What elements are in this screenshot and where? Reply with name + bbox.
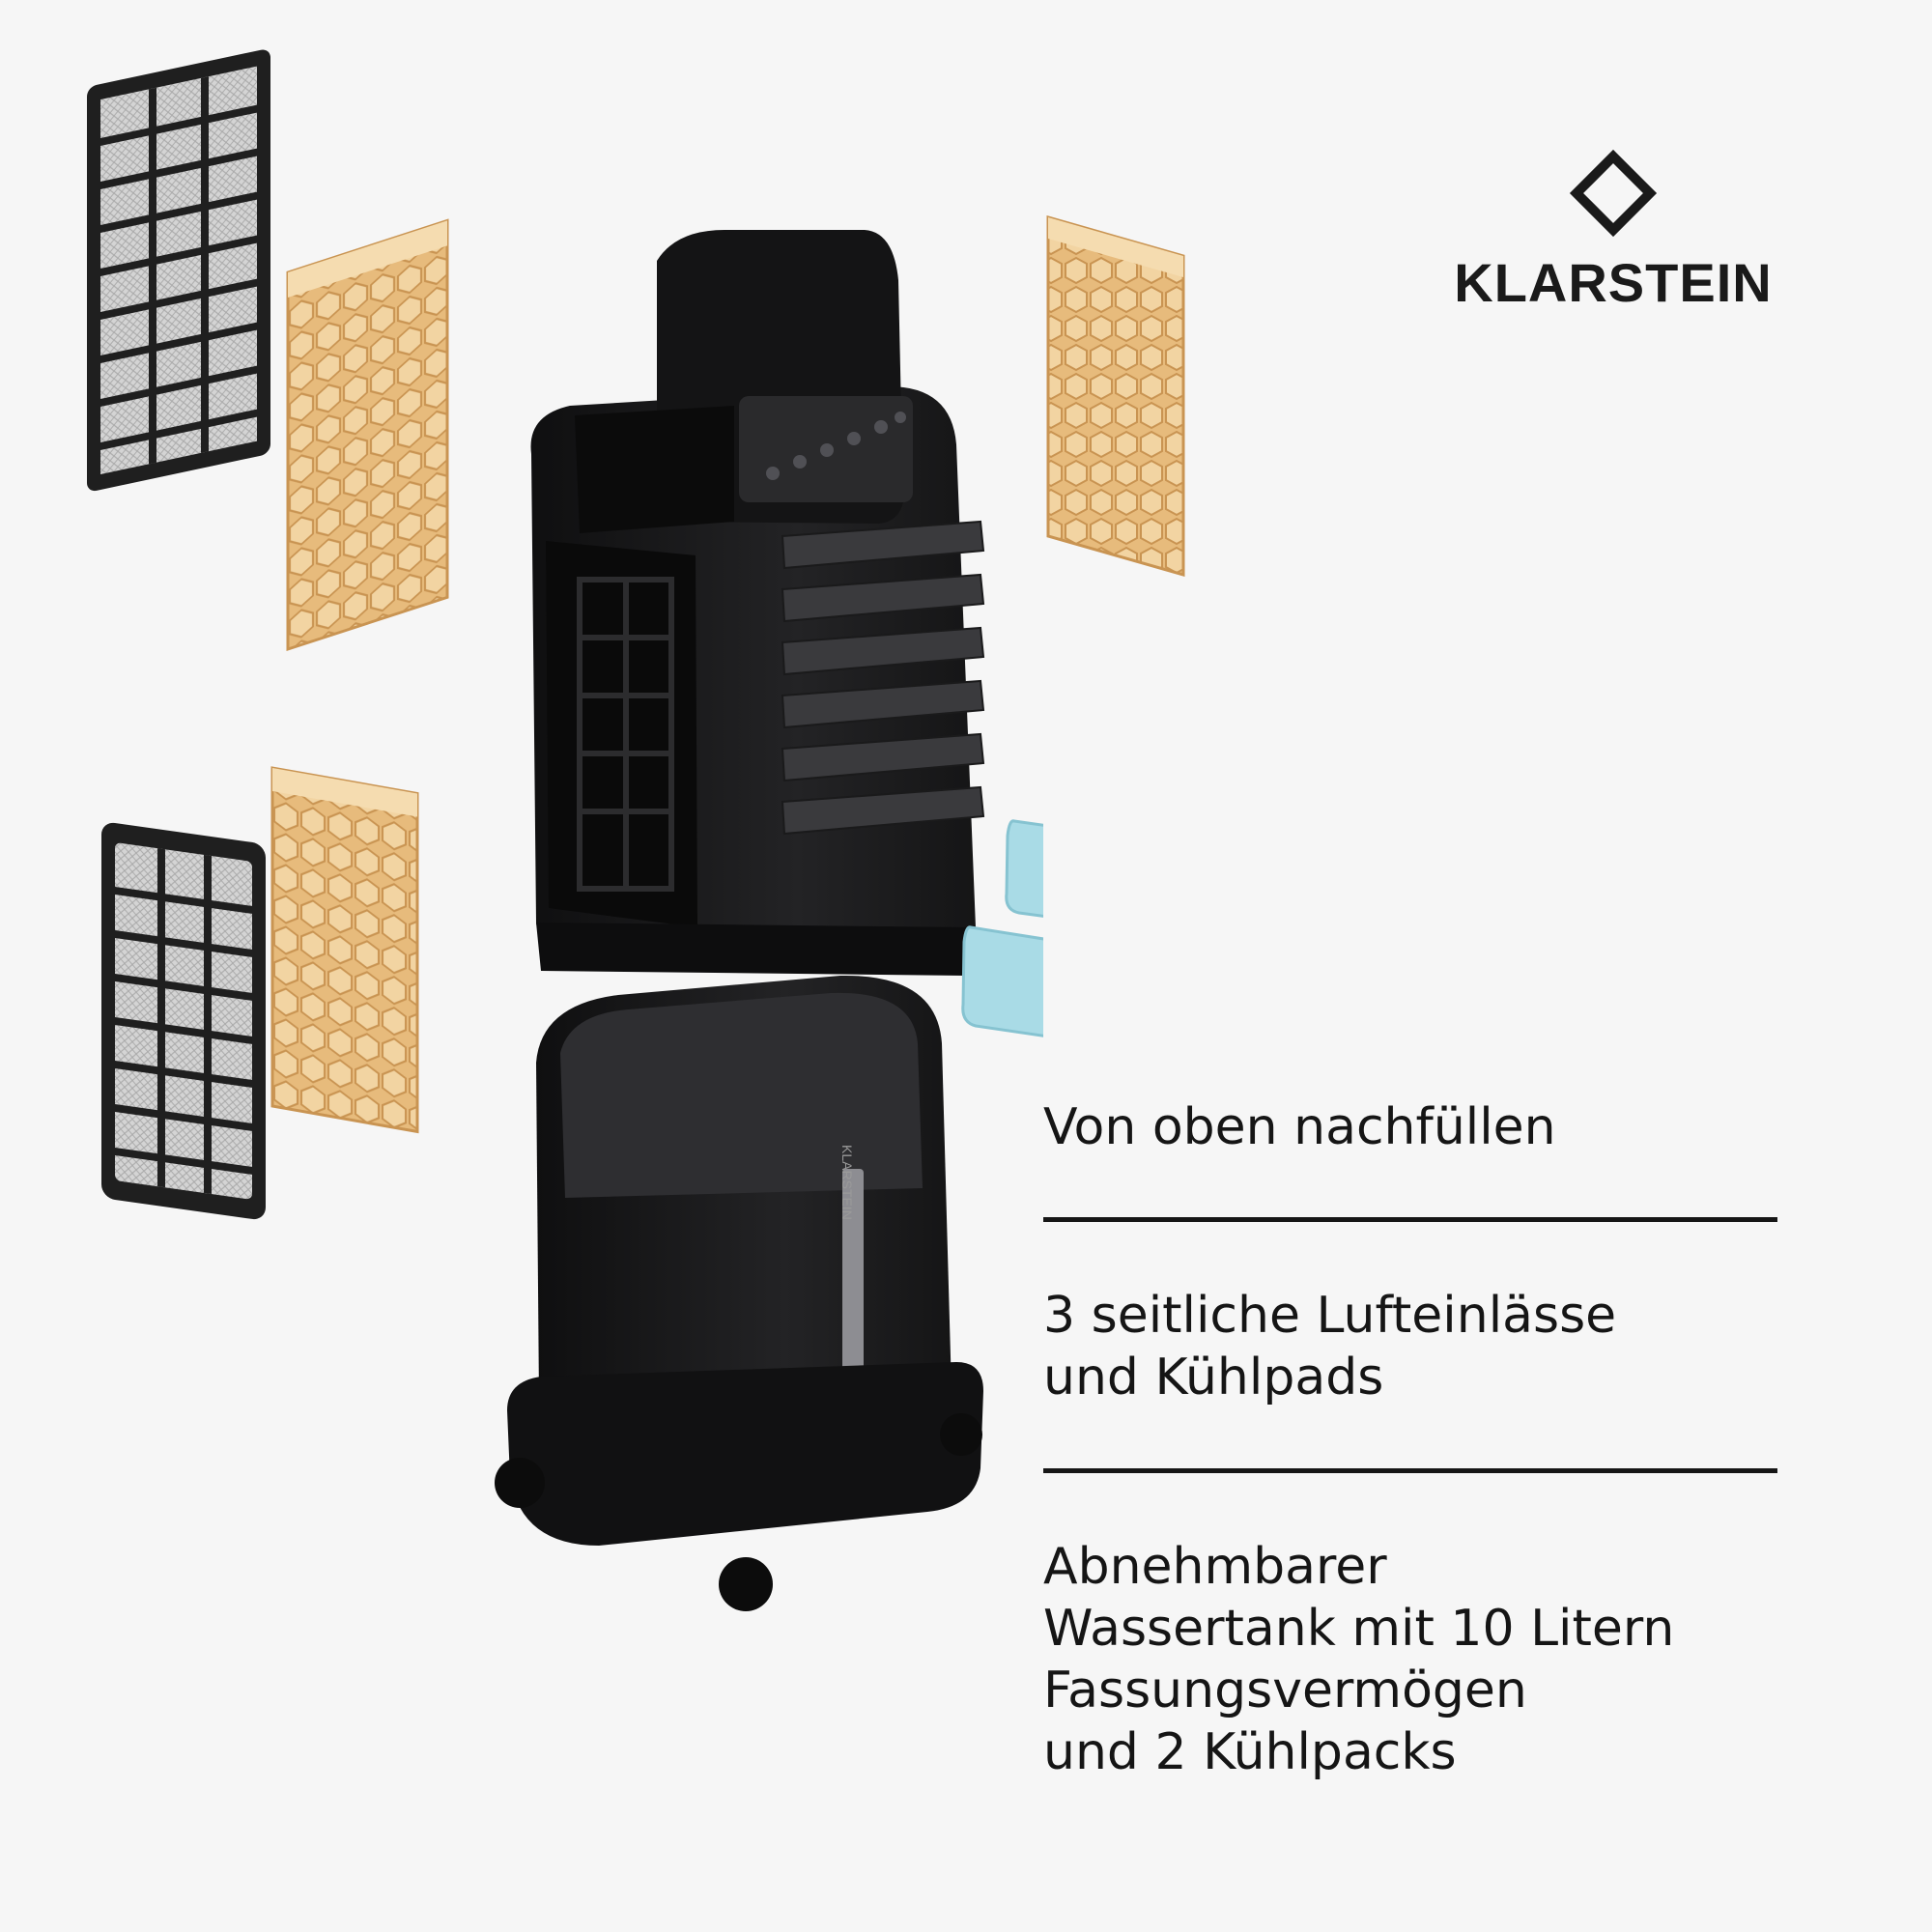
divider-line bbox=[1043, 1468, 1777, 1473]
caster-wheel bbox=[940, 1413, 982, 1456]
feature-line: und 2 Kühlpacks bbox=[1043, 1723, 1457, 1781]
cooling-pad-bottom-left bbox=[270, 766, 419, 1134]
feature-line: und Kühlpads bbox=[1043, 1349, 1384, 1406]
caster-wheel bbox=[719, 1557, 773, 1611]
feature-line: Wassertank mit 10 Litern bbox=[1043, 1600, 1675, 1658]
water-level-window bbox=[842, 1169, 864, 1401]
water-tank: KLARSTEIN bbox=[536, 975, 952, 1459]
feature-line: Von oben nachfüllen bbox=[1043, 1098, 1556, 1156]
cooling-pad-right-panel bbox=[1046, 215, 1185, 577]
feature-line: 3 seitliche Lufteinlässe bbox=[1043, 1287, 1617, 1345]
caster-base bbox=[495, 1362, 983, 1611]
tank-brand-label: KLARSTEIN bbox=[839, 1145, 855, 1220]
air-louvers bbox=[781, 520, 985, 836]
feature-refill-top: Von oben nachfüllen bbox=[1043, 1096, 1777, 1158]
air-cooler-exploded-illustration: KLARSTEIN bbox=[87, 49, 1043, 1611]
ice-pack-1 bbox=[1005, 819, 1043, 918]
klarstein-diamond-icon bbox=[1569, 149, 1658, 238]
brand-name: KLARSTEIN bbox=[1454, 252, 1773, 313]
filter-frame-bottom-left bbox=[101, 822, 266, 1220]
divider-line bbox=[1043, 1217, 1777, 1222]
control-panel bbox=[739, 396, 913, 502]
feature-line: Fassungsvermögen bbox=[1043, 1662, 1527, 1719]
cooler-upper-unit bbox=[530, 230, 985, 976]
cooling-pad-top-left bbox=[286, 218, 449, 651]
ice-pack-2 bbox=[961, 925, 1043, 1037]
feature-water-tank: Abnehmbarer Wassertank mit 10 Litern Fas… bbox=[1043, 1536, 1777, 1783]
filter-frame-top-left bbox=[87, 49, 270, 492]
feature-air-inlets: 3 seitliche Lufteinlässe und Kühlpads bbox=[1043, 1285, 1777, 1408]
feature-line: Abnehmbarer bbox=[1043, 1538, 1387, 1596]
caster-wheel bbox=[495, 1458, 545, 1508]
